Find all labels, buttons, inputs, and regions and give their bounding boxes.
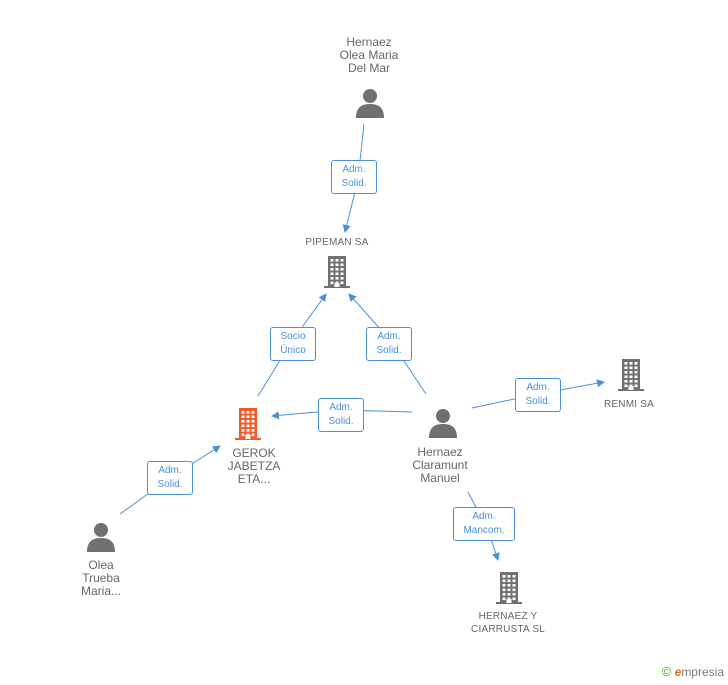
relation-label[interactable]: Adm. Solid. bbox=[147, 461, 193, 495]
relation-label-line: Adm. bbox=[377, 331, 401, 342]
label-line: Trueba bbox=[82, 571, 120, 585]
relation-label[interactable]: Adm. Solid. bbox=[515, 378, 561, 412]
renmi-label[interactable]: RENMI SA bbox=[594, 398, 664, 411]
label-line: GEROK bbox=[232, 446, 276, 460]
relation-label-line: Solid. bbox=[525, 396, 551, 407]
relation-label-line: Solid. bbox=[341, 178, 367, 189]
brand-initial: e bbox=[674, 665, 682, 679]
label-line: Claramunt bbox=[412, 458, 468, 472]
brand-name: mpresia bbox=[681, 665, 724, 679]
label-line: PIPEMAN SA bbox=[305, 237, 369, 248]
label-line: RENMI SA bbox=[604, 399, 654, 410]
label-line: Hernaez bbox=[346, 35, 392, 49]
relation-label[interactable]: Adm. Solid. bbox=[366, 327, 412, 361]
relation-label-line: Adm. bbox=[526, 382, 550, 393]
relation-label-line: Único bbox=[280, 345, 306, 356]
relation-label-line: Solid. bbox=[328, 416, 354, 427]
pipeman-label[interactable]: PIPEMAN SA bbox=[292, 236, 382, 249]
label-line: Manuel bbox=[420, 471, 460, 485]
label-line: Olea Maria bbox=[339, 48, 399, 62]
gerok-building-icon[interactable] bbox=[231, 407, 265, 441]
label-line: Olea bbox=[88, 558, 114, 572]
copyright-symbol: © bbox=[661, 664, 672, 679]
renmi-building-icon[interactable] bbox=[614, 358, 648, 392]
relation-label-line: Socio bbox=[280, 331, 306, 342]
hernaez-claramunt-person-icon[interactable] bbox=[426, 407, 460, 441]
relation-label[interactable]: Adm. Solid. bbox=[318, 398, 364, 432]
label-line: ETA... bbox=[237, 472, 271, 486]
label-line: CIARRUSTA SL bbox=[471, 624, 545, 635]
label-line: JABETZA bbox=[227, 459, 281, 473]
relation-label-line: Solid. bbox=[157, 479, 183, 490]
relation-label-line: Mancom. bbox=[463, 525, 505, 536]
hernaez-ciarrusta-building-icon[interactable] bbox=[492, 571, 526, 605]
relation-label-line: Adm. bbox=[329, 402, 353, 413]
relation-label[interactable]: Adm. Mancom. bbox=[453, 507, 515, 541]
relation-label[interactable]: Adm. Solid. bbox=[331, 160, 377, 194]
olea-trueba-person-icon[interactable] bbox=[84, 521, 118, 555]
relation-label-line: Adm. bbox=[158, 465, 182, 476]
label-line: Del Mar bbox=[347, 61, 390, 75]
label-line: Hernaez bbox=[417, 445, 463, 459]
relation-label-line: Adm. bbox=[342, 164, 366, 175]
relation-label-line: Solid. bbox=[376, 345, 402, 356]
hernaez-olea-person-icon[interactable] bbox=[353, 87, 387, 121]
relation-label-line: Adm. bbox=[472, 511, 496, 522]
empresia-brand: © empresia bbox=[662, 664, 724, 679]
pipeman-building-icon[interactable] bbox=[320, 255, 354, 289]
label-line: Maria... bbox=[80, 584, 121, 598]
hernaez-ciarrusta-label[interactable]: HERNAEZ Y CIARRUSTA SL bbox=[458, 610, 558, 636]
label-line: HERNAEZ Y bbox=[478, 611, 538, 622]
